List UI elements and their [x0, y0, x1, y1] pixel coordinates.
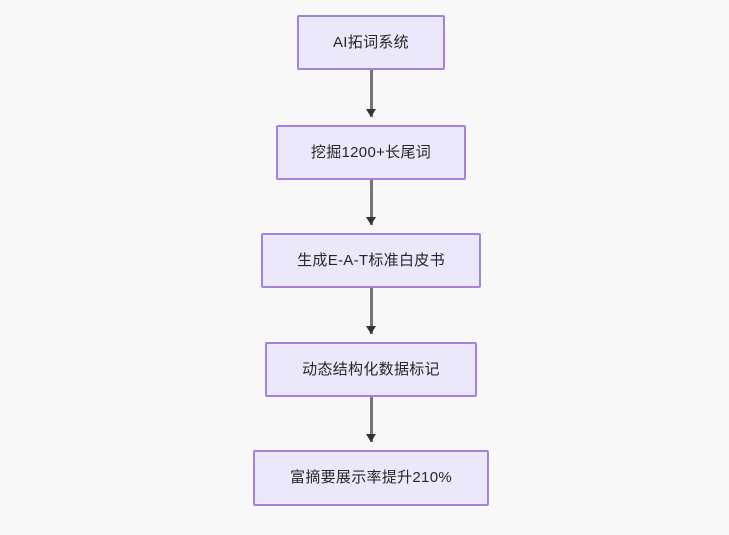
- arrowhead-icon: [366, 326, 376, 334]
- arrowhead-icon: [366, 109, 376, 117]
- connector-shaft: [369, 180, 373, 225]
- flow-node-label: 生成E-A-T标准白皮书: [297, 251, 445, 269]
- flow-node-rich-snippet-growth[interactable]: 富摘要展示率提升210%: [253, 450, 489, 506]
- flow-node-label: AI拓词系统: [333, 33, 409, 51]
- connector-shaft: [369, 288, 373, 334]
- flow-node-label: 富摘要展示率提升210%: [290, 469, 452, 486]
- arrowhead-icon: [366, 217, 376, 225]
- connector-shaft: [369, 70, 373, 117]
- flow-node-label: 动态结构化数据标记: [302, 360, 440, 378]
- flow-node-eat-whitepaper[interactable]: 生成E-A-T标准白皮书: [261, 233, 481, 288]
- flow-node-structured-data-markup[interactable]: 动态结构化数据标记: [265, 342, 477, 397]
- arrowhead-icon: [366, 434, 376, 442]
- flow-node-longtail-keywords[interactable]: 挖掘1200+长尾词: [276, 125, 466, 180]
- connector-shaft: [369, 397, 373, 442]
- flow-node-label: 挖掘1200+长尾词: [310, 143, 432, 161]
- flow-node-ai-keyword-system[interactable]: AI拓词系统: [297, 15, 445, 70]
